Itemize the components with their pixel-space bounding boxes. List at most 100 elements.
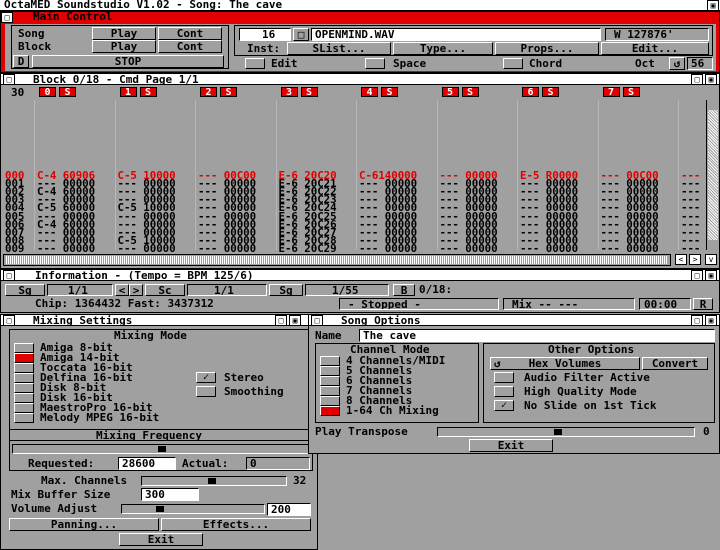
- d-button[interactable]: D: [13, 55, 29, 68]
- instrument-number[interactable]: 16: [239, 28, 291, 41]
- track-3-cell[interactable]: E-6 20C21: [278, 177, 337, 191]
- block-play-button[interactable]: Play: [92, 40, 156, 53]
- stop-button[interactable]: STOP: [32, 55, 224, 68]
- track-8-cell[interactable]: ---: [681, 177, 701, 191]
- track-2-cell[interactable]: --- 00000: [198, 185, 257, 199]
- track-3-cell[interactable]: E-6 20C27: [278, 225, 337, 239]
- channel-mode-radio[interactable]: [320, 386, 340, 396]
- slist-button[interactable]: SList...: [287, 42, 391, 55]
- track-3-cell[interactable]: E-6 20C25: [278, 209, 337, 223]
- track-4-cell[interactable]: --- 00000: [359, 241, 418, 255]
- track-4-cell[interactable]: --- 00000: [359, 217, 418, 231]
- channel-mode-radio[interactable]: [320, 406, 340, 416]
- play-transpose-slider[interactable]: [437, 427, 695, 437]
- track-4-toggle[interactable]: 4: [361, 87, 378, 98]
- track-6-cell[interactable]: --- 00000: [520, 241, 579, 255]
- track-8-cell[interactable]: ---: [681, 185, 701, 199]
- track-3-toggle[interactable]: 3: [280, 87, 298, 98]
- track-2-cell[interactable]: --- 00000: [198, 233, 257, 247]
- audio-filter-checkbox[interactable]: [494, 372, 514, 383]
- props-button[interactable]: Props...: [495, 42, 599, 55]
- track-1-cell[interactable]: --- 00000: [117, 193, 176, 207]
- track-2-cell[interactable]: --- 00000: [198, 241, 257, 255]
- type-button[interactable]: Type...: [393, 42, 493, 55]
- track-3-cell[interactable]: E-6 20C29: [278, 241, 337, 255]
- track-1-cell[interactable]: --- 00000: [117, 185, 176, 199]
- smoothing-checkbox[interactable]: [196, 386, 216, 397]
- track-2-cell[interactable]: --- 00000: [198, 193, 257, 207]
- close-icon[interactable]: □: [3, 74, 15, 85]
- max-channels-slider[interactable]: [141, 476, 287, 486]
- track-1-cell[interactable]: C-5 10000: [117, 201, 176, 215]
- track-3-cell[interactable]: E-6 20C23: [278, 193, 337, 207]
- volume-adjust-knob[interactable]: [156, 506, 164, 512]
- play-transpose-knob[interactable]: [554, 429, 562, 435]
- stereo-checkbox[interactable]: ✓: [196, 372, 216, 383]
- track-4-cell[interactable]: --- 00000: [359, 177, 418, 191]
- track-2-cell[interactable]: --- 00000: [198, 201, 257, 215]
- frequency-slider[interactable]: [12, 444, 310, 454]
- panning-button[interactable]: Panning...: [9, 518, 159, 531]
- oct-value[interactable]: 56: [687, 57, 713, 70]
- zoom-icon[interactable]: □: [275, 315, 287, 326]
- track-8-cell[interactable]: ---: [681, 233, 701, 247]
- track-7-cell[interactable]: --- 00000: [600, 217, 659, 231]
- track-5-cell[interactable]: --- 00000: [439, 233, 498, 247]
- track-2-cell[interactable]: --- 00000: [198, 209, 257, 223]
- track-3-solo[interactable]: S: [300, 87, 318, 98]
- track-4-cell[interactable]: --- 00000: [359, 225, 418, 239]
- sg-button[interactable]: Sg: [5, 284, 45, 296]
- edit-checkbox[interactable]: [245, 58, 265, 69]
- track-6-cell[interactable]: --- 00000: [520, 185, 579, 199]
- track-7-cell[interactable]: --- 00000: [600, 201, 659, 215]
- horizontal-scrollbar[interactable]: [3, 254, 671, 266]
- track-3-cell[interactable]: E-6 20C24: [278, 201, 337, 215]
- buffer-size-input[interactable]: 300: [141, 488, 199, 501]
- track-8-cell[interactable]: ---: [681, 169, 701, 182]
- track-8-cell[interactable]: ---: [681, 225, 701, 239]
- track-5-cell[interactable]: --- 00000: [439, 185, 498, 199]
- mixing-mode-radio[interactable]: [14, 353, 34, 363]
- depth-icon[interactable]: ▣: [705, 270, 717, 281]
- track-8-cell[interactable]: ---: [681, 201, 701, 215]
- close-icon[interactable]: □: [3, 315, 15, 326]
- prev-button[interactable]: <: [115, 284, 129, 296]
- scroll-right-icon[interactable]: >: [689, 254, 701, 265]
- track-2-cell[interactable]: --- 00000: [198, 217, 257, 231]
- track-0-cell[interactable]: --- 00000: [37, 177, 96, 191]
- track-3-cell[interactable]: E-6 20C22: [278, 185, 337, 199]
- song-options-exit-button[interactable]: Exit: [469, 439, 553, 452]
- instrument-folder-icon[interactable]: □: [293, 28, 309, 41]
- track-3-cell[interactable]: E-6 20C20: [278, 169, 337, 182]
- track-2-toggle[interactable]: 2: [200, 87, 217, 98]
- track-8-cell[interactable]: ---: [681, 241, 701, 255]
- track-5-cell[interactable]: --- 00000: [439, 225, 498, 239]
- mixing-mode-radio[interactable]: [14, 343, 34, 353]
- requested-input[interactable]: 28600: [118, 457, 176, 470]
- track-0-cell[interactable]: C-4 60906: [37, 169, 96, 182]
- scroll-down-icon[interactable]: v: [705, 254, 717, 265]
- mixing-mode-radio[interactable]: [14, 413, 34, 423]
- track-0-cell[interactable]: --- 00000: [37, 193, 96, 207]
- track-3-cell[interactable]: E-6 20C28: [278, 233, 337, 247]
- track-2-cell[interactable]: --- 00000: [198, 225, 257, 239]
- frequency-slider-knob[interactable]: [158, 446, 166, 452]
- track-0-cell[interactable]: --- 00000: [37, 209, 96, 223]
- depth-icon[interactable]: ▣: [289, 315, 301, 326]
- track-4-cell[interactable]: C-6140000: [359, 169, 418, 182]
- mixing-mode-radio[interactable]: [14, 363, 34, 373]
- close-icon[interactable]: □: [311, 315, 323, 326]
- mixing-mode-radio[interactable]: [14, 403, 34, 413]
- track-5-cell[interactable]: --- 00000: [439, 177, 498, 191]
- track-7-cell[interactable]: --- 00000: [600, 185, 659, 199]
- track-4-cell[interactable]: --- 00000: [359, 185, 418, 199]
- track-6-cell[interactable]: --- 00000: [520, 193, 579, 207]
- track-0-cell[interactable]: --- 00000: [37, 225, 96, 239]
- track-7-cell[interactable]: --- 00000: [600, 193, 659, 207]
- high-quality-checkbox[interactable]: [494, 386, 514, 397]
